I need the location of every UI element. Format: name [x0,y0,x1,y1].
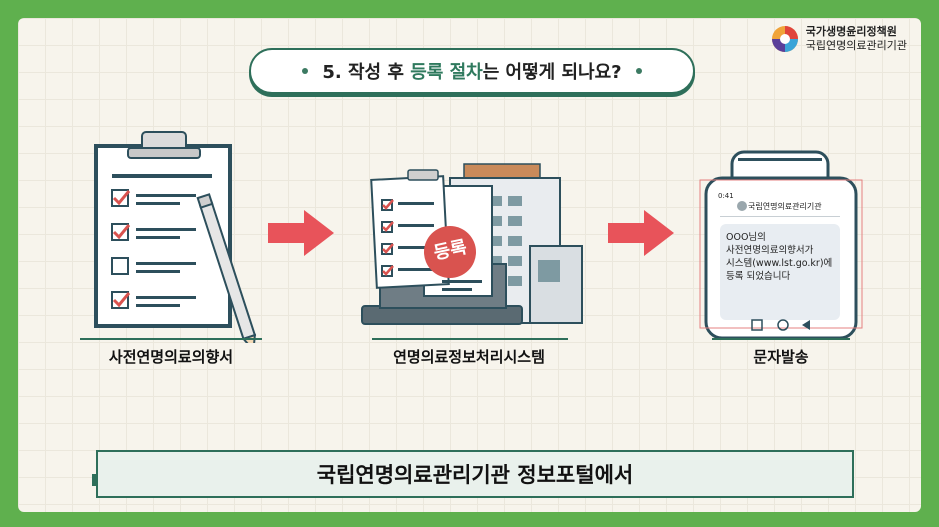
portal-banner-text: 국립연명의료관리기관 정보포털에서 [317,459,633,489]
phone-time: 0:41 [718,192,734,200]
step-1-underline [80,338,262,340]
title-highlight: 등록 절차 [410,58,483,84]
clipboard-illustration [90,128,260,343]
sms-line-4: 등록 되었습니다 [726,270,832,283]
sms-line-3: 시스템(www.lst.go.kr)에 [726,257,832,270]
sms-message: OOO님의 사전연명의료의향서가 시스템(www.lst.go.kr)에 등록 … [726,231,832,283]
logo-line-2: 국립연명의료관리기관 [806,39,907,53]
agency-logo: 국가생명윤리정책원 국립연명의료관리기관 [770,24,907,54]
agency-logo-icon [770,24,800,54]
title-prefix: 5. 작성 후 [322,58,410,84]
sms-line-1: OOO님의 [726,231,832,244]
title-suffix: 는 어떻게 되나요? [483,58,622,84]
arrow-right-icon [268,210,336,256]
phone-sender: 국립연명의료관리기관 [748,201,822,212]
step-3-underline [712,338,850,340]
title-dot-left [302,68,308,74]
title-dot-right [636,68,642,74]
portal-banner: 국립연명의료관리기관 정보포털에서 [96,450,854,498]
arrow-right-icon [608,210,676,256]
step-3-label: 문자발송 [712,346,850,367]
sms-line-2: 사전연명의료의향서가 [726,244,832,257]
step-1-label: 사전연명의료의향서 [80,346,262,367]
logo-line-1: 국가생명윤리정책원 [806,25,907,39]
step-2-underline [372,338,568,340]
step-2-label: 연명의료정보처리시스템 [358,346,580,367]
